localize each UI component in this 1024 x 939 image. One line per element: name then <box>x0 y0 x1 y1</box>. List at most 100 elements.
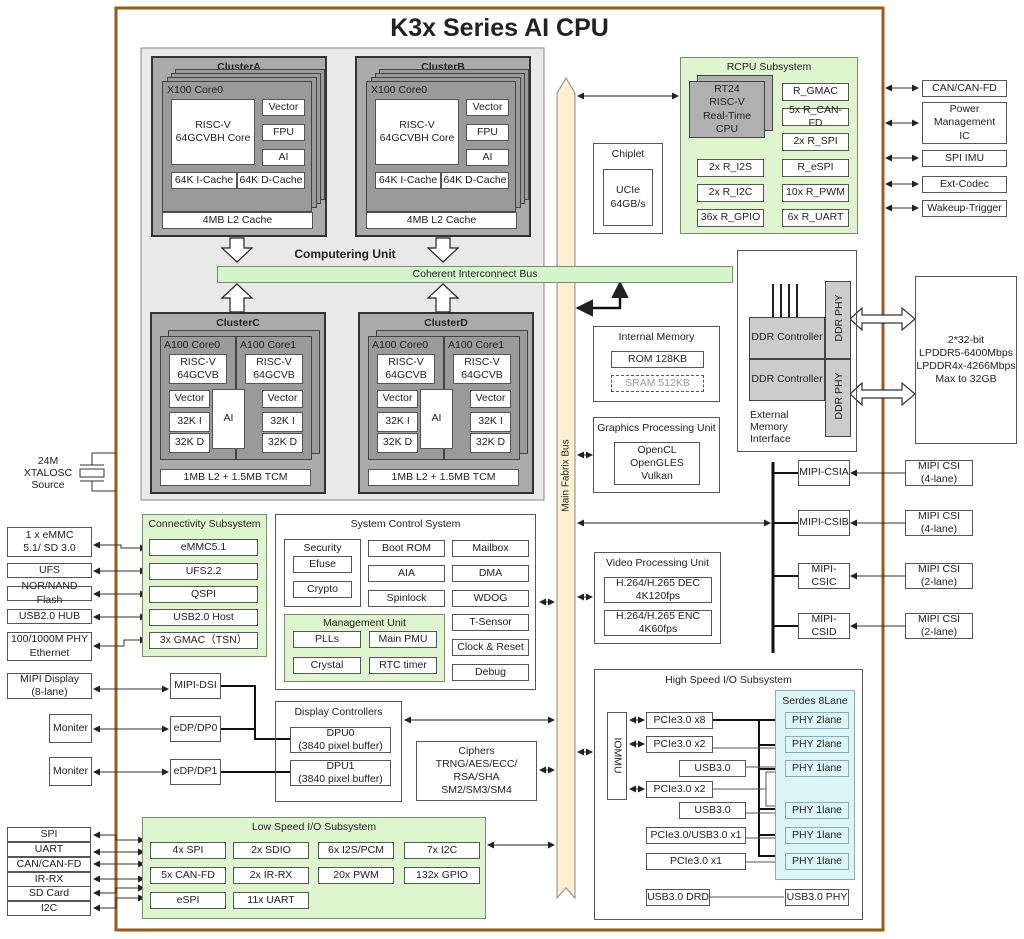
icache: 32K I <box>470 412 511 432</box>
dpu0: DPU0 (3840 pixel buffer) <box>290 727 391 753</box>
fpu-unit: FPU <box>262 124 305 141</box>
fpu-unit: FPU <box>466 124 509 141</box>
ddr-label: External Memory Interface <box>750 409 791 445</box>
xtal-label: 24M XTALOSC Source <box>23 455 73 491</box>
plls: PLLs <box>293 631 361 648</box>
serdes-phy: PHY 1lane <box>785 760 849 777</box>
hsio-controller: PCIe3.0 x1 <box>646 853 746 870</box>
t-sensor: T-Sensor <box>452 614 529 631</box>
vector-unit: Vector <box>169 390 210 408</box>
gpu-title: Graphics Processing Unit <box>597 422 716 434</box>
coherent-interconnect-bus: Coherent Interconnect Bus <box>217 266 733 283</box>
aia: AIA <box>368 565 445 582</box>
dpu1: DPU1 (3840 pixel buffer) <box>290 760 391 786</box>
serdes-phy: PHY 1lane <box>785 827 849 844</box>
chip-title: K3x Series AI CPU <box>390 14 609 42</box>
rcpu-item: 6x R_UART <box>782 209 849 227</box>
lsio-item: 20x PWM <box>318 867 394 884</box>
core1-label: A100 Core1 <box>448 339 505 351</box>
sram: SRAM 512KB <box>611 375 704 392</box>
core-label: X100 Core0 <box>167 84 224 96</box>
management-title: Management Unit <box>323 617 406 629</box>
mipi-csi-d: MIPI-CSID <box>798 613 850 639</box>
ext-spi-imu: SPI IMU <box>922 150 1007 167</box>
ext-lsio: I2C <box>7 901 91 916</box>
lsio-item: 5x CAN-FD <box>150 867 226 884</box>
mipi-csi-b: MIPI-CSIB <box>798 510 850 536</box>
cpu-core: RISC-V 64GCVBH Core <box>375 99 459 165</box>
vector-unit: Vector <box>262 390 303 408</box>
core-block: X100 Core0 RISC-V 64GCVBH Core Vector FP… <box>162 81 312 212</box>
gpu: Graphics Processing Unit OpenCL OpenGLES… <box>593 417 720 493</box>
rom: ROM 128KB <box>611 351 704 368</box>
serdes-phy: PHY 2lane <box>785 712 849 729</box>
rcpu-item: 10x R_PWM <box>782 184 849 202</box>
dcache: 64K D-Cache <box>441 172 509 189</box>
rcpu-subsystem: RCPU Subsystem RT24 RISC-V Real-Time CPU… <box>680 57 858 234</box>
crystal: Crystal <box>293 657 361 674</box>
core1-label: A100 Core1 <box>240 339 297 351</box>
hsio-title: High Speed I/O Subsystem <box>665 674 792 686</box>
connectivity-subsystem: Connectivity Subsystem eMMC5.1 UFS2.2 QS… <box>142 514 267 657</box>
ext-lsio: SPI <box>7 827 91 842</box>
ext-mipi-csi: MIPI CSI (4-lane) <box>905 460 973 486</box>
dcache: 32K D <box>470 433 511 453</box>
high-speed-io: High Speed I/O Subsystem Serdes 8Lane IO… <box>594 669 863 920</box>
rcpu-item: 5x R_CAN-FD <box>782 104 849 129</box>
wdog: WDOG <box>452 590 529 607</box>
crypto: Crypto <box>293 581 352 598</box>
cpu-core: RISC-V 64GCVB <box>169 354 227 384</box>
l2-cache: 4MB L2 Cache <box>366 212 517 229</box>
dcache: 32K D <box>169 433 210 453</box>
external-lpddr: 2*32-bit LPDDR5-6400Mbps LPDDR4x-4266Mbp… <box>915 276 1017 444</box>
internal-memory: Internal Memory ROM 128KB SRAM 512KB <box>593 326 720 402</box>
vpu: Video Processing Unit H.264/H.265 DEC 4K… <box>594 552 721 644</box>
iommu: IOMMU <box>607 712 627 800</box>
lsio-item: eSPI <box>150 892 226 909</box>
ai-unit: AI <box>466 149 509 166</box>
vpu-title: Video Processing Unit <box>605 557 710 569</box>
lsio-item: 2x SDIO <box>233 842 309 859</box>
rcpu-item: 2x R_I2S <box>697 159 764 177</box>
rcpu-item: 2x R_I2C <box>697 184 764 202</box>
l2-cache: 4MB L2 Cache <box>162 212 313 229</box>
system-control: System Control System Security Efuse Cry… <box>275 514 536 690</box>
core-label: X100 Core0 <box>371 84 428 96</box>
vector-unit: Vector <box>466 99 509 116</box>
core1-block: A100 Core1 RISC-V 64GCVB Vector 32K I 32… <box>236 336 312 460</box>
l2-tcm: 1MB L2 + 1.5MB TCM <box>368 469 519 486</box>
ext-pmic: Power Management IC <box>922 102 1007 144</box>
icache: 64K I-Cache <box>375 172 441 189</box>
ucie: UCIe 64GB/s <box>603 169 653 226</box>
ciphers: Ciphers TRNG/AES/ECC/ RSA/SHA SM2/SM3/SM… <box>416 741 537 801</box>
ai-unit: AI <box>420 389 453 449</box>
boot-rom: Boot ROM <box>368 540 445 557</box>
ext-flash: NOR/NAND Flash <box>7 580 92 606</box>
ext-mipi-csi: MIPI CSI (2-lane) <box>905 613 973 639</box>
lsio-item: 4x SPI <box>150 842 226 859</box>
ddr-phy: DDR PHY <box>825 281 851 359</box>
cluster-c: ClusterC A100 Core0 RISC-V 64GCVB Vector… <box>150 312 326 494</box>
ext-monitor: Moniter <box>49 714 92 743</box>
security-block: Security Efuse Crypto <box>284 539 361 607</box>
ddr-controller: DDR Controller <box>749 317 825 359</box>
rcpu-title: RCPU Subsystem <box>726 61 812 73</box>
lsio-title: Low Speed I/O Subsystem <box>251 821 377 833</box>
system-control-title: System Control System <box>350 518 461 530</box>
lsio-item: 132x GPIO <box>404 867 480 884</box>
main-bus-shape <box>556 77 576 900</box>
internal-memory-title: Internal Memory <box>618 331 695 343</box>
ext-lsio: SD Card <box>7 886 91 901</box>
edp-dp0: eDP/DP0 <box>170 716 221 742</box>
rcpu-item: R_GMAC <box>782 83 849 101</box>
lsio-item: 7x I2C <box>404 842 480 859</box>
ext-emmc: 1 x eMMC 5.1/ SD 3.0 <box>7 527 92 557</box>
ext-mipi-csi: MIPI CSI (4-lane) <box>905 510 973 536</box>
icache: 64K I-Cache <box>171 172 237 189</box>
core0-block: A100 Core0 RISC-V 64GCVB Vector 32K I 32… <box>160 336 236 460</box>
serdes-title: Serdes 8Lane <box>782 695 848 707</box>
ext-mipi-csi: MIPI CSI (2-lane) <box>905 563 973 589</box>
display-title: Display Controllers <box>294 706 383 718</box>
l2-tcm: 1MB L2 + 1.5MB TCM <box>160 469 311 486</box>
core-block: X100 Core0 RISC-V 64GCVBH Core Vector FP… <box>366 81 516 212</box>
